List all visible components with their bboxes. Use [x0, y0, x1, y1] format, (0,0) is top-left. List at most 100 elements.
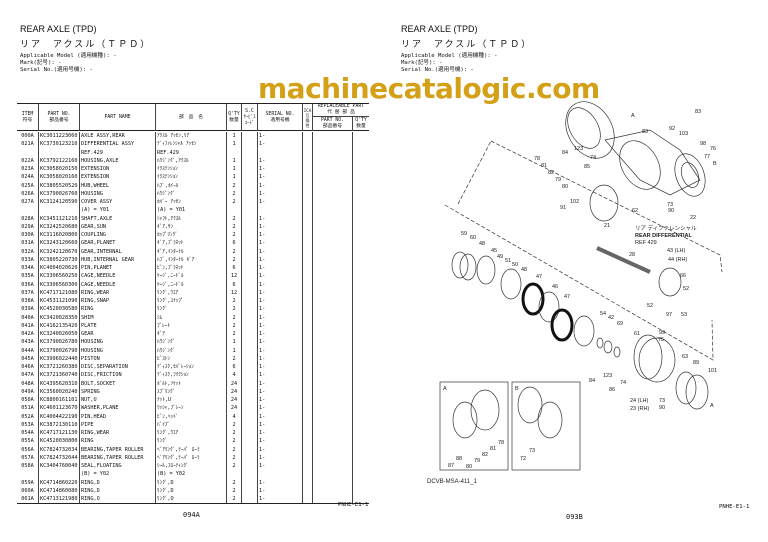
cell-ica [302, 363, 312, 372]
cell-jp-name: ﾘﾝｸﾞ,D [155, 486, 226, 495]
cell-qty: 2 [226, 313, 241, 322]
cell-ica [302, 429, 312, 438]
inset-callout-80: 80 [466, 464, 472, 470]
cell-part-name: HUB,WHEEL [79, 181, 155, 190]
callout-77: 77 [704, 154, 710, 160]
cell-part-name: HOUSING [79, 189, 155, 198]
cell-part-no: KC3730123210 [38, 140, 78, 149]
cell-qty: 1 [226, 165, 241, 174]
cell-sc [241, 437, 257, 446]
cell-ica [302, 264, 312, 273]
cell-qty: 6 [226, 239, 241, 248]
cell-ica [302, 495, 312, 504]
diagram-drawing [439, 101, 723, 471]
cell-rep-qty [352, 412, 369, 421]
cell-part-name: PIN,HEAD [79, 412, 155, 421]
inset-a-drum [470, 389, 500, 431]
cell-rep-qty [352, 231, 369, 240]
differential [589, 184, 619, 222]
cell-serial: 1- [257, 453, 302, 462]
cell-item: 053A [21, 421, 34, 428]
cell-sc [241, 321, 257, 330]
cell-part-name: RING,D [79, 478, 155, 487]
cell-qty: 24 [226, 404, 241, 413]
cell-item: 061A [21, 496, 34, 502]
cell-rep-qty [352, 156, 369, 165]
cell-sc [241, 330, 257, 339]
cell-ica [302, 239, 312, 248]
right-title-jp: リア アクスル（ＴＰＤ） [401, 40, 533, 50]
cell-item: 024A [21, 174, 34, 181]
cell-sc [241, 140, 257, 149]
hub-43-44 [658, 267, 682, 297]
cell-qty: 2 [226, 305, 241, 314]
inset-a-frame [439, 381, 509, 471]
cell-sc [241, 239, 257, 248]
wheel-hub [638, 337, 676, 383]
callout-63: 63 [682, 354, 688, 360]
callout-48: 48 [521, 267, 527, 273]
cell-rep-qty [352, 206, 369, 215]
cell-rep-part-no [312, 462, 352, 471]
cell-rep-part-no [312, 420, 352, 429]
cell-sc [241, 198, 257, 207]
cell-item: 022A [21, 157, 34, 164]
cell-jp-name: ﾋﾟﾝ,ﾌﾟﾗﾈｯﾄ [155, 264, 226, 273]
cell-jp-name: ｲｸｽﾃﾝｼｮﾝ [155, 173, 226, 182]
cell-rep-qty [352, 148, 369, 157]
cell-rep-qty [352, 470, 369, 479]
cell-jp-name: ﾘﾝｸﾞ,ｳｴｱ [155, 429, 226, 438]
header-replaceable: REPLACEABLE PART 代 替 部 品 [312, 104, 369, 117]
cell-rep-part-no [312, 173, 352, 182]
cell-rep-qty [352, 338, 369, 347]
header-qty: Q'TY 数量 [226, 104, 241, 131]
cell-rep-part-no [312, 470, 352, 479]
cell-sc [241, 156, 257, 165]
cell-part-name: GEAR [79, 330, 155, 339]
cell-ica [302, 198, 312, 207]
cell-part-name: RING,WEAR [79, 429, 155, 438]
callout-a: A [710, 403, 714, 409]
cell-jp-name: ﾊｳｼﾞﾝｸﾞ [155, 189, 226, 198]
cell-rep-qty [352, 404, 369, 413]
cell-rep-part-no [312, 363, 352, 372]
cell-ica [302, 453, 312, 462]
cell-rep-qty [352, 132, 369, 141]
cell-item: 038A [21, 298, 34, 304]
cell-rep-qty [352, 173, 369, 182]
cell-part-name: RING [79, 305, 155, 314]
cell-rep-part-no [312, 387, 352, 396]
callout-83: 83 [695, 109, 701, 115]
cell-item: 031A [21, 240, 34, 247]
cell-rep-part-no [312, 478, 352, 487]
cell-item: 041A [21, 322, 34, 329]
cell-rep-part-no [312, 148, 352, 157]
cell-ica [302, 470, 312, 479]
callout-45: 45 [491, 248, 497, 254]
cell-rep-qty [352, 486, 369, 495]
cell-item: 028A [21, 215, 34, 222]
callout-73: 73 [659, 398, 665, 404]
cell-serial: 1- [257, 198, 302, 207]
callout-28: 28 [629, 252, 635, 258]
cell-part-no: KC7824732034 [38, 445, 78, 454]
cell-qty: 2 [226, 214, 241, 223]
cell-ica [302, 420, 312, 429]
cell-jp-name: ﾋﾟﾝ,ﾍｯﾄﾞ [155, 412, 226, 421]
cell-sc [241, 486, 257, 495]
cell-rep-part-no [312, 239, 352, 248]
cell-part-no: KC3242120670 [38, 247, 78, 256]
cell-jp-name: ｲｸｽﾃﾝｼｮﾝ [155, 165, 226, 174]
callout-80: 80 [562, 184, 568, 190]
inset-callout-88: 88 [456, 456, 462, 462]
callout-86: 86 [609, 387, 615, 393]
cell-jp-name: ﾊﾟｲﾌﾟ [155, 420, 226, 429]
